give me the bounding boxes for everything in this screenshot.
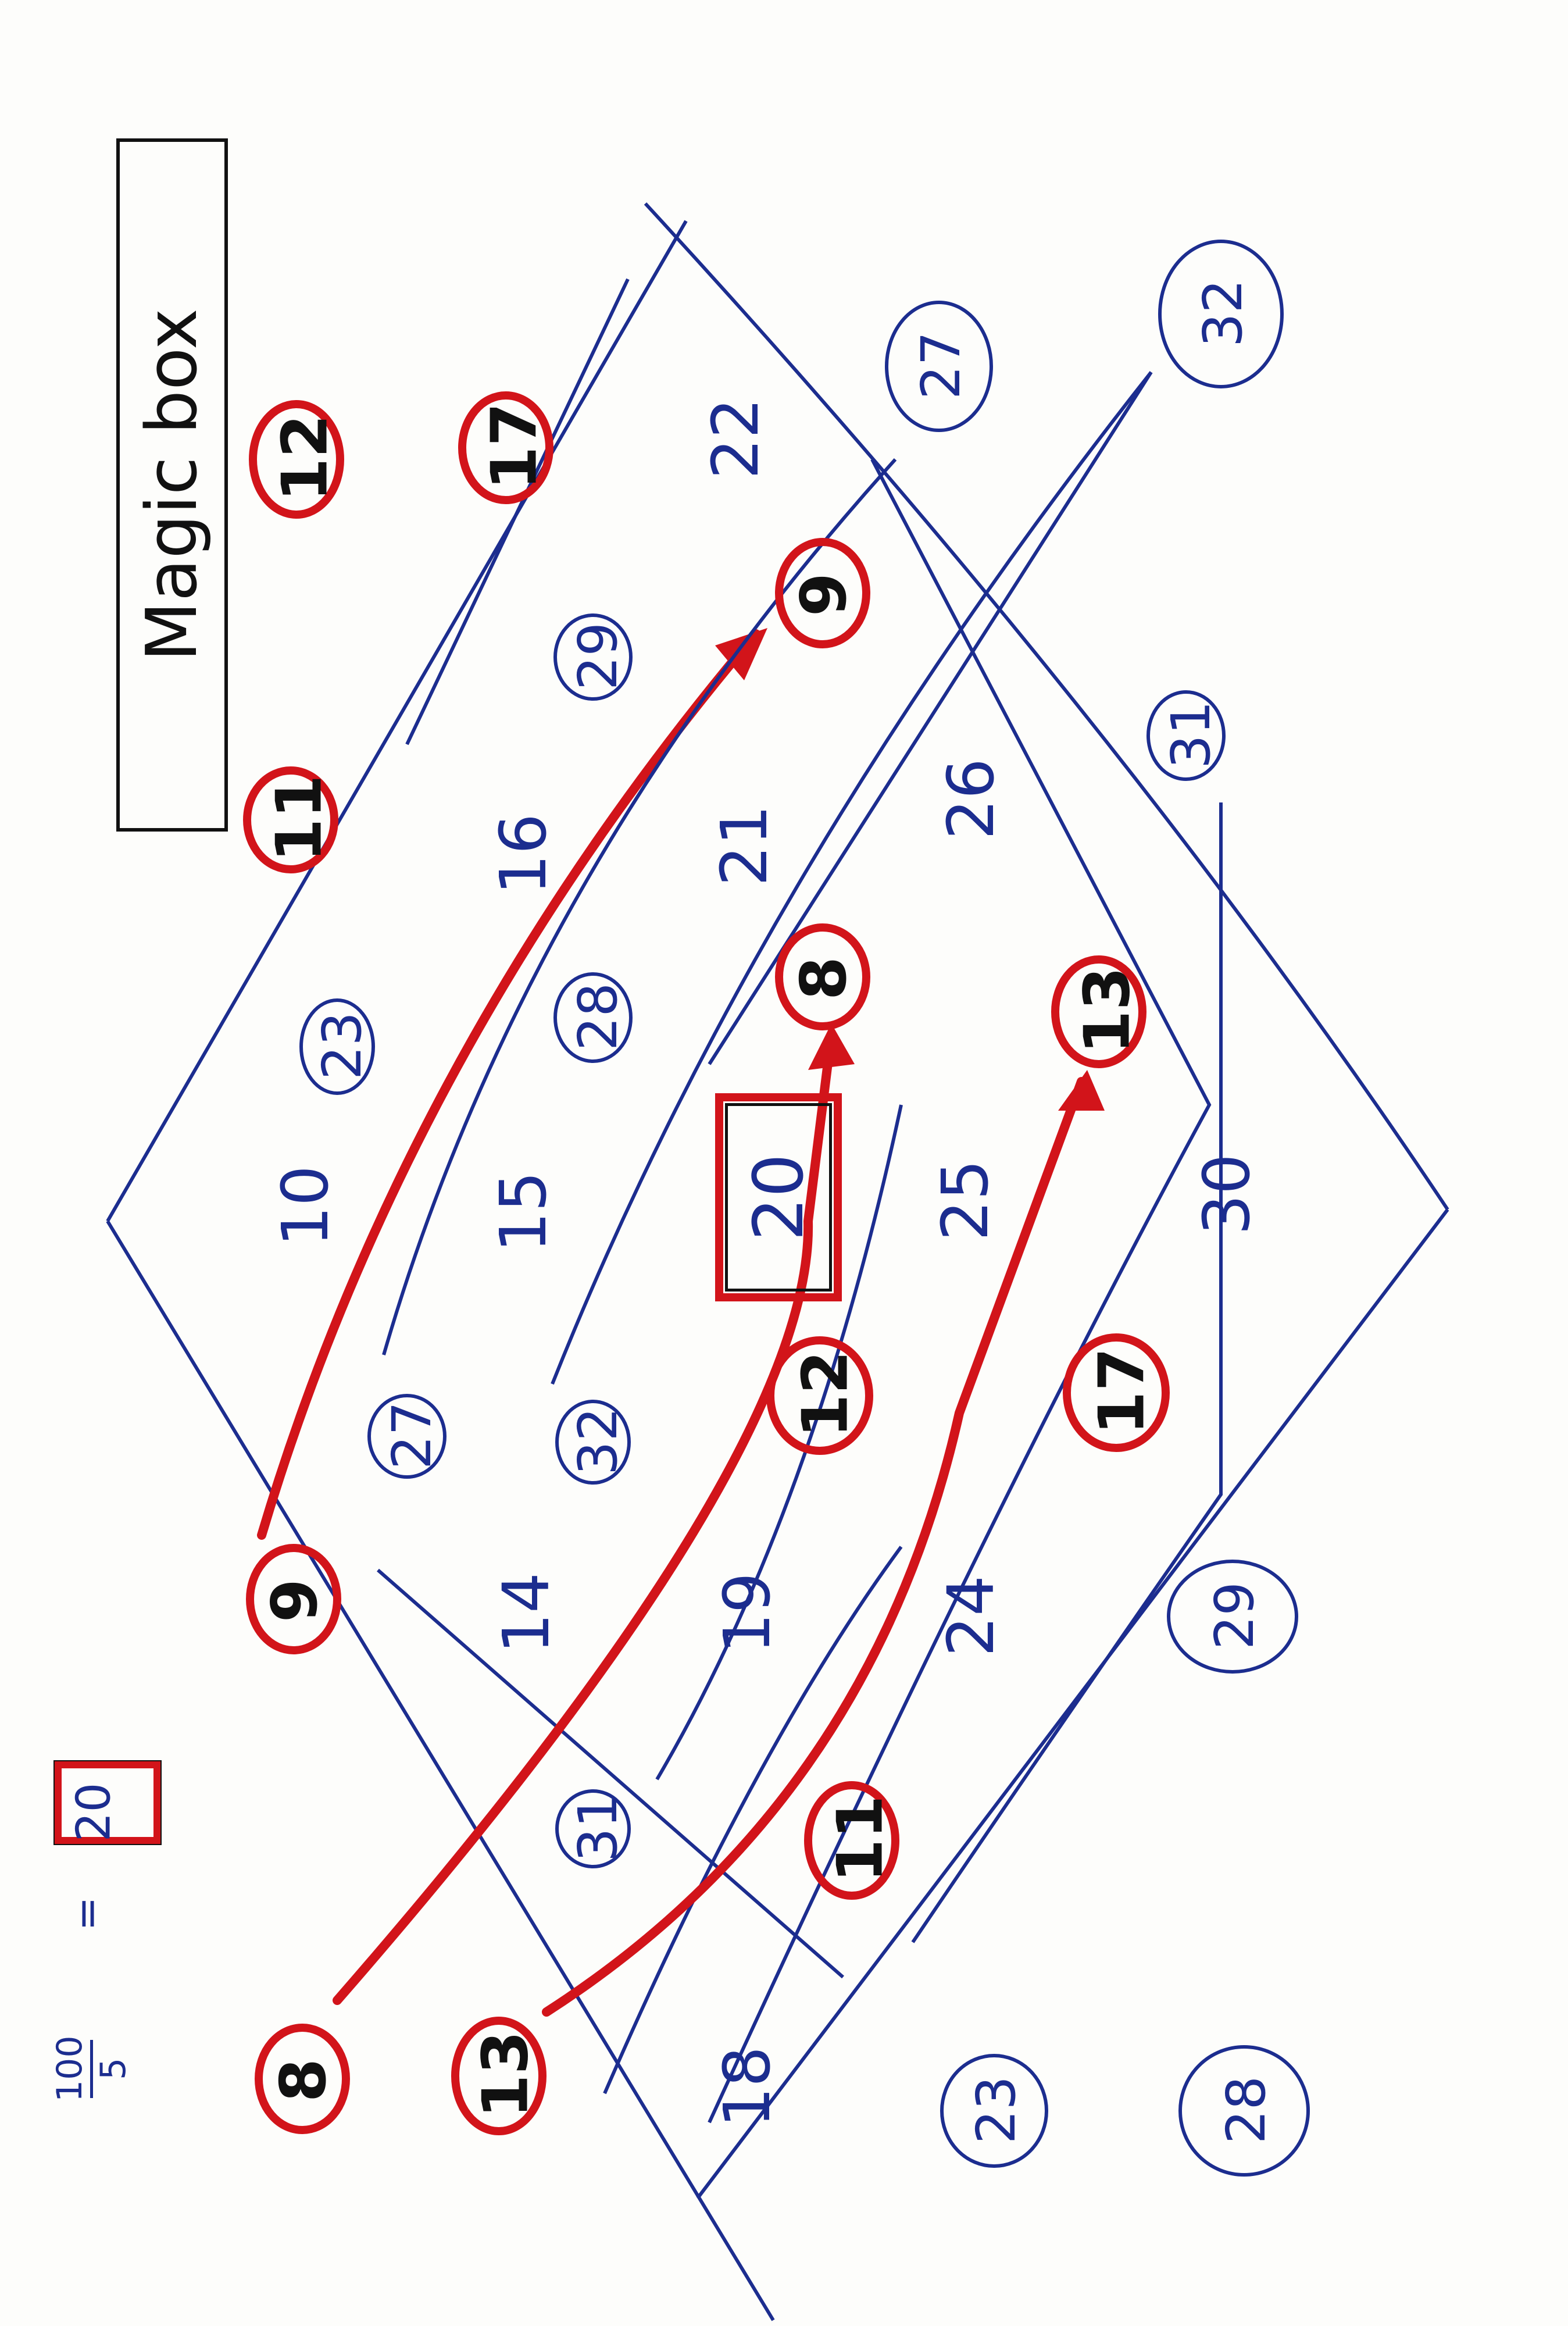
blue-circle-23-left [940, 2054, 1048, 2168]
blue-arrow-32 [551, 371, 1153, 1385]
number-21: 21 [706, 805, 781, 886]
number-10: 10 [267, 1165, 342, 1247]
line-inner-5 [911, 802, 1223, 1943]
blue-number-29-top: 29 [567, 622, 630, 691]
blue-circle-28-left [1178, 2045, 1310, 2177]
blue-number-23-mid: 23 [311, 1011, 374, 1080]
red-number-9-right: 9 [788, 572, 861, 617]
red-circle-8-right [775, 923, 870, 1030]
blue-number-23-left: 23 [965, 2075, 1028, 2145]
line-inner-4 [603, 1546, 903, 2095]
blue-circles [299, 240, 1310, 2177]
formula-box-red [55, 1761, 160, 1844]
formula-result: 20 [66, 1782, 121, 1842]
red-circle-11-mid [804, 1781, 899, 1900]
red-circles [243, 391, 1170, 2135]
formula-equals: = [63, 1896, 111, 1931]
red-circle-9-right [775, 538, 870, 648]
diamond-outer-bottom [106, 1220, 775, 2321]
red-circle-17-mid [1063, 1333, 1170, 1452]
blue-arrow-27 [382, 458, 897, 1355]
red-number-12-mid: 12 [789, 1350, 862, 1438]
number-19: 19 [709, 1572, 784, 1654]
title-box: Magic box [116, 138, 228, 832]
number-22: 22 [698, 398, 773, 479]
center-value: 20 [738, 1153, 819, 1242]
blue-circle-28-mid [553, 972, 633, 1063]
number-18: 18 [709, 2046, 784, 2128]
blue-circle-23-mid [299, 998, 375, 1095]
number-24: 24 [933, 1575, 1008, 1657]
blue-circle-29-left [1167, 1560, 1298, 1674]
red-number-9-left: 9 [259, 1578, 332, 1623]
number-16: 16 [485, 814, 560, 895]
line-inner-6 [377, 1568, 844, 1979]
diamond-outer-left [106, 220, 688, 1222]
number-26: 26 [933, 758, 1008, 840]
blue-number-32-top: 32 [1192, 279, 1255, 348]
blue-number-29-left: 29 [1203, 1581, 1266, 1650]
diamond-lines [106, 202, 1449, 2321]
arrow-8-to-8 [333, 1030, 836, 2005]
red-number-13-left: 13 [469, 2031, 542, 2118]
formula-numerator: 100 [49, 2035, 90, 2102]
red-circle-13-left [451, 2017, 547, 2135]
blue-number-32-left: 32 [567, 1407, 630, 1476]
blue-number-27-top: 27 [910, 331, 973, 400]
blue-circle-32-left [555, 1400, 631, 1485]
red-arrowheads [715, 628, 1105, 1111]
blue-circle-32-top [1158, 240, 1284, 388]
red-number-11-mid: 11 [824, 1795, 897, 1883]
blue-arrow-31 [655, 1104, 903, 1781]
red-number-8-left: 8 [267, 2058, 341, 2103]
blue-circle-31-left [555, 1789, 631, 1868]
blue-number-28-mid: 28 [567, 982, 630, 1051]
red-number-11-top: 11 [263, 775, 336, 862]
red-circle-8-left [255, 2024, 350, 2134]
red-number-8-right: 8 [788, 956, 861, 1001]
arrow-13-to-13 [542, 1077, 1086, 2017]
blue-circle-27-top [885, 301, 993, 432]
blue-circle-31-top [1146, 690, 1226, 781]
number-30: 30 [1189, 1154, 1264, 1235]
diamond-outer-top [644, 202, 1449, 1211]
blue-circle-29-top [553, 613, 633, 701]
red-arrows [257, 629, 1086, 2017]
diamond-outer-right [696, 1208, 1449, 2199]
line-inner-1 [405, 278, 630, 745]
red-number-12-top: 12 [269, 414, 342, 502]
red-number-13-right: 13 [1071, 966, 1144, 1054]
red-circle-17-top [458, 391, 553, 504]
center-box: 20 [715, 1093, 842, 1301]
blue-number-27-left: 27 [381, 1401, 444, 1470]
blue-number-28-left: 28 [1215, 2075, 1278, 2145]
line-inner-2 [708, 458, 1212, 2124]
arrow-9-to-9 [257, 629, 760, 1540]
red-circle-12-mid [766, 1336, 873, 1455]
number-15: 15 [485, 1171, 560, 1253]
blue-arrows [382, 371, 1153, 1781]
blue-number-31-left: 31 [567, 1793, 630, 1863]
blue-circle-27-left [367, 1394, 447, 1479]
red-circle-13-right [1051, 955, 1146, 1068]
formula: 100 5 [49, 1974, 134, 2102]
red-circle-11-top [243, 766, 338, 873]
red-circle-9-left [246, 1544, 341, 1654]
red-circle-12-top [249, 400, 344, 519]
blue-number-31-top: 31 [1160, 700, 1223, 769]
red-number-17-mid: 17 [1085, 1347, 1159, 1435]
number-25: 25 [927, 1160, 1002, 1241]
red-number-17-top: 17 [478, 402, 551, 490]
formula-denominator: 5 [93, 2057, 134, 2080]
number-14: 14 [488, 1572, 563, 1654]
page-title: Magic box [131, 308, 213, 662]
